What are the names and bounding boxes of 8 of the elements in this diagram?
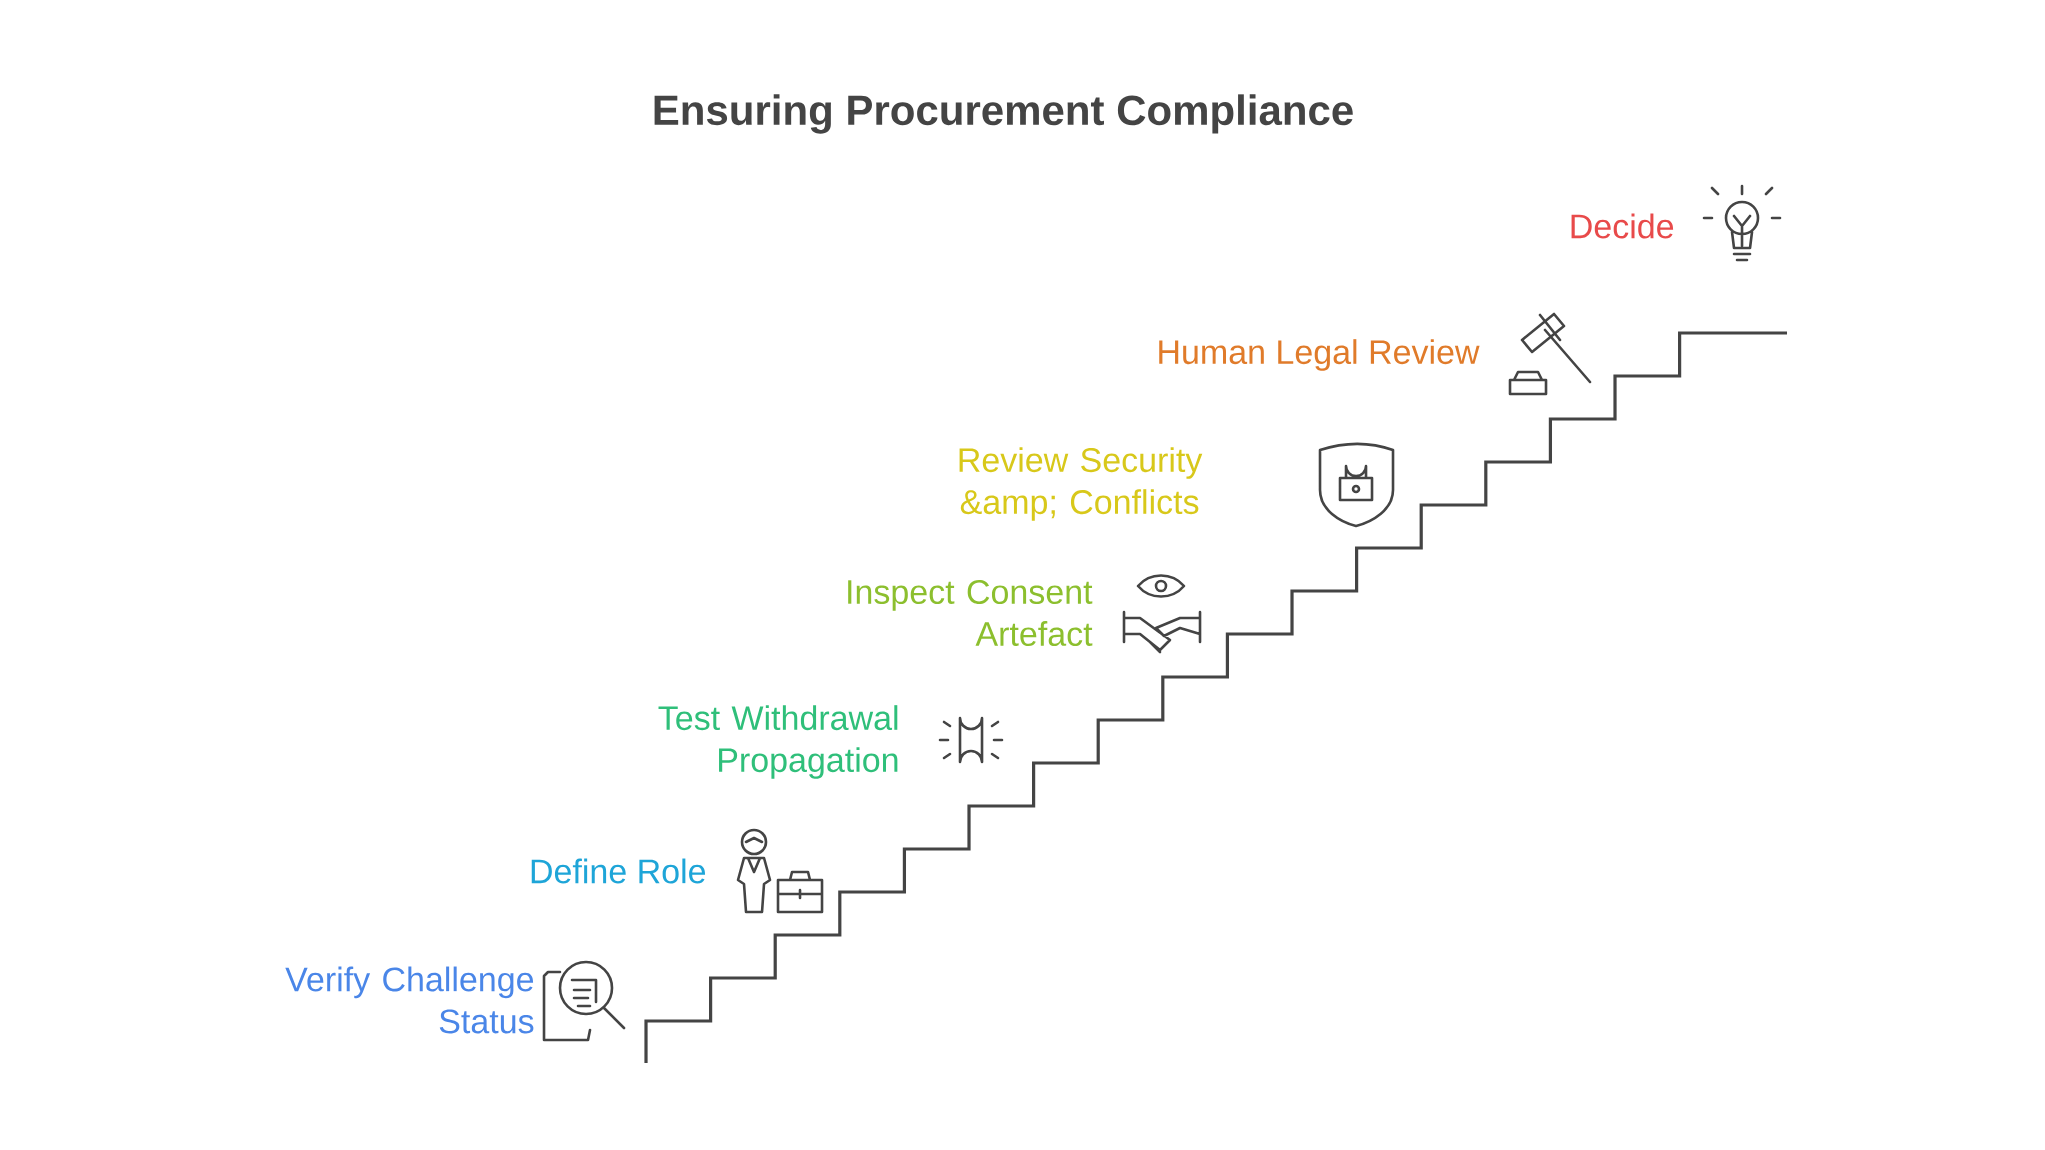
step-label: Define Role bbox=[531, 858, 706, 884]
step-label: Human Legal Review bbox=[1159, 339, 1480, 371]
step-label: Verify Challenge Status bbox=[285, 966, 534, 1034]
step-label: Inspect Consent Artefact bbox=[848, 579, 1093, 647]
step-label: Test Withdrawal Propagation bbox=[658, 705, 898, 779]
step-label: Decide bbox=[1571, 213, 1674, 239]
step-label: Review Security &amp; Conflicts bbox=[959, 447, 1203, 521]
title: Ensuring Procurement Compliance bbox=[654, 94, 1353, 134]
